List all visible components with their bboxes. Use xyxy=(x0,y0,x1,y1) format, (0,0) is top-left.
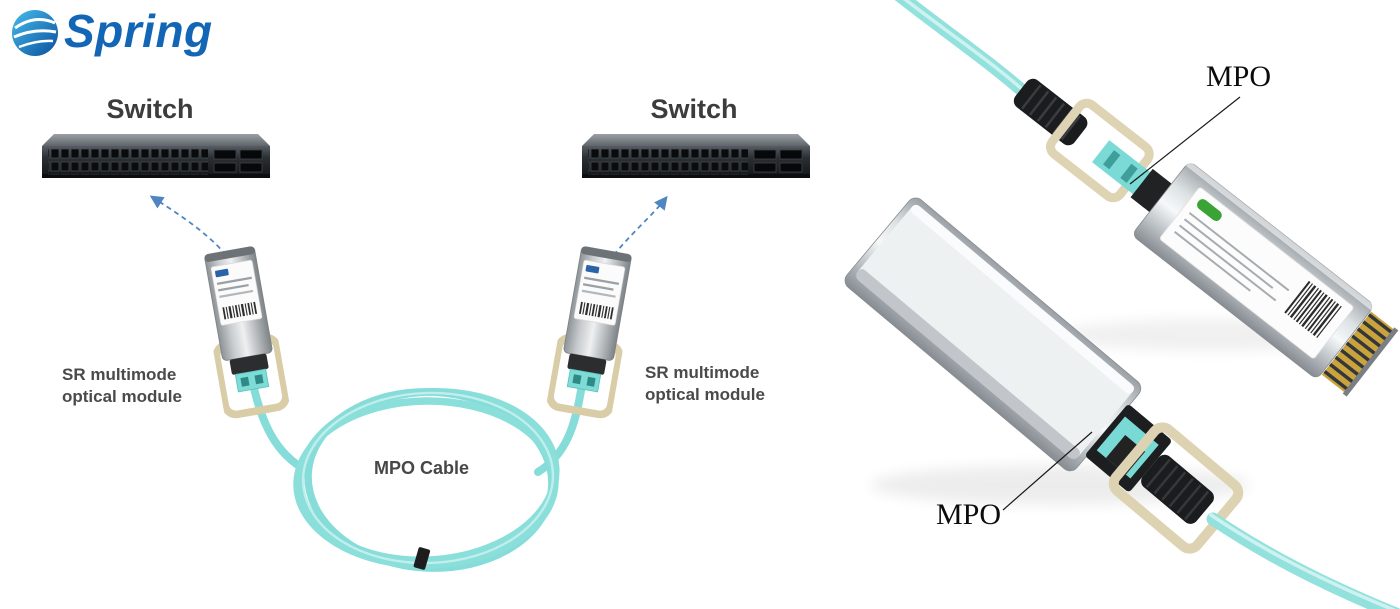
cable-tie xyxy=(413,547,431,570)
module-caption-right: SR multimode optical module xyxy=(645,362,765,407)
photo-top-module xyxy=(1013,78,1399,397)
photo-top-cable xyxy=(894,0,1033,101)
connection-diagram xyxy=(41,134,810,572)
connector-key xyxy=(1105,434,1146,475)
switch-label-right: Switch xyxy=(650,94,738,124)
product-photos xyxy=(844,0,1400,609)
housing-shade xyxy=(855,269,1080,460)
mpo-callout-line-top xyxy=(1129,96,1241,185)
globe-icon xyxy=(12,10,58,56)
brand-name: Spring xyxy=(64,5,213,57)
module-edge xyxy=(1342,327,1399,397)
module-caption-left: SR multimode optical module xyxy=(62,364,182,409)
connector-housing xyxy=(1130,168,1177,216)
mpo-label-top: MPO xyxy=(1206,60,1272,93)
label-text-lines xyxy=(1174,212,1290,302)
switch-image-left xyxy=(41,134,270,179)
boot-ridges xyxy=(1145,458,1210,520)
transceiver-module-left xyxy=(199,245,288,416)
gold-edge-contacts xyxy=(1321,311,1395,394)
label-logo-mark xyxy=(1197,199,1222,221)
mpo-connector xyxy=(1092,140,1155,198)
housing-highlight xyxy=(1185,160,1375,311)
housing-highlight xyxy=(910,204,1134,394)
housing-top-plate xyxy=(856,205,1134,459)
module-caption-left-line1: SR multimode xyxy=(62,365,177,384)
cable-label: MPO Cable xyxy=(374,458,470,478)
module-caption-left-line2: optical module xyxy=(62,387,182,407)
mpo-label-bottom: MPO xyxy=(936,498,1002,531)
label-barcode xyxy=(1284,280,1342,339)
mpo-callout-line-bottom xyxy=(1002,431,1093,511)
module-caption-right-line1: SR multimode xyxy=(645,363,760,382)
connector-slot xyxy=(1102,150,1121,170)
connector-slot xyxy=(1120,163,1138,183)
product-label xyxy=(1159,187,1354,359)
photo-bottom-module xyxy=(844,197,1244,554)
module-caption-right-line2: optical module xyxy=(645,385,765,405)
mpo-cable-coil xyxy=(293,387,560,572)
photo-bottom-cable xyxy=(1206,512,1400,609)
transceiver-module-right xyxy=(548,245,637,416)
switch-image-right xyxy=(581,134,810,179)
switch-label-left: Switch xyxy=(106,94,194,124)
